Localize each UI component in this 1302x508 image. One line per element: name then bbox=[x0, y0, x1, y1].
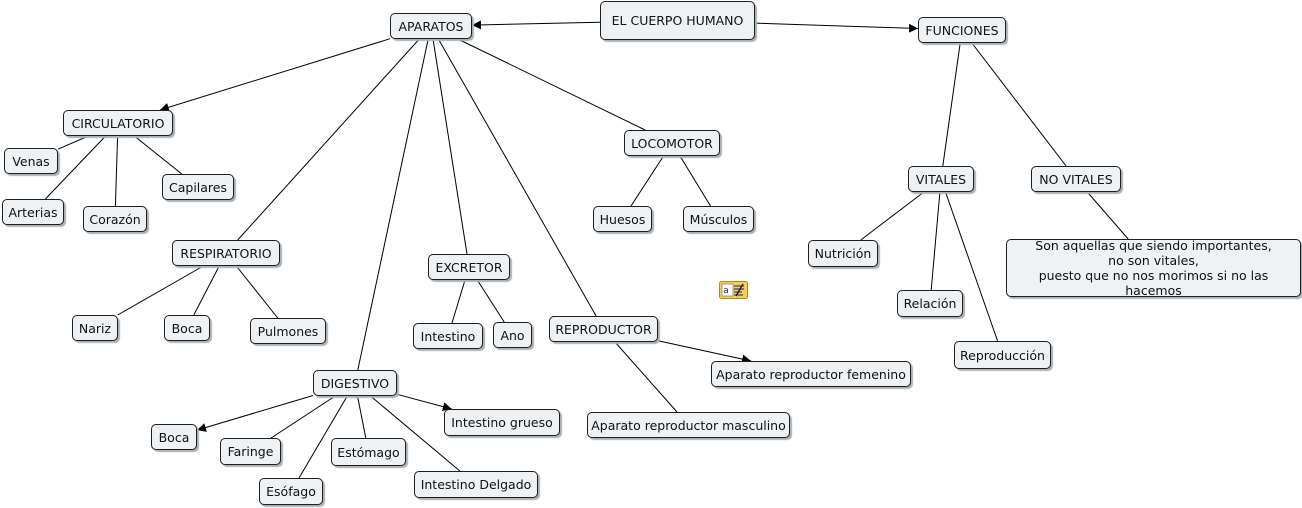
edge-digestivo-to-estomago bbox=[357, 395, 367, 439]
edge-no_vitales-to-no_vitales_desc bbox=[1086, 191, 1129, 240]
node-locomotor[interactable]: LOCOMOTOR bbox=[624, 130, 720, 156]
edge-locomotor-to-huesos bbox=[630, 155, 664, 207]
edge-aparatos-to-circulatorio bbox=[159, 38, 391, 112]
edge-respiratorio-to-nariz bbox=[117, 265, 204, 316]
edge-vitales-to-relacion bbox=[930, 191, 941, 291]
edge-cuerpo-to-aparatos bbox=[471, 20, 601, 30]
edge-aparatos-to-excretor bbox=[432, 38, 468, 255]
node-intestino-delgado[interactable]: Intestino Delgado bbox=[414, 471, 538, 498]
node-pulmones[interactable]: Pulmones bbox=[250, 318, 326, 344]
node-relacion[interactable]: Relación bbox=[897, 290, 963, 317]
edge-digestivo-to-boca_dig bbox=[196, 395, 314, 432]
node-no-vitales[interactable]: NO VITALES bbox=[1031, 166, 1121, 192]
edge-digestivo-to-faringe bbox=[270, 395, 336, 439]
edge-circulatorio-to-venas bbox=[57, 135, 89, 150]
node-nariz[interactable]: Nariz bbox=[72, 315, 118, 341]
edge-vitales-to-nutricion bbox=[860, 191, 925, 241]
node-no-vitales-description[interactable]: Son aquellas que siendo importantes, no … bbox=[1006, 238, 1301, 298]
node-estomago[interactable]: Estómago bbox=[331, 438, 406, 466]
edge-aparatos-to-respiratorio bbox=[237, 38, 420, 241]
edge-respiratorio-to-pulmones bbox=[235, 265, 279, 319]
node-digestivo[interactable]: DIGESTIVO bbox=[313, 370, 397, 396]
node-aparato-reproductor-femenino[interactable]: Aparato reproductor femenino bbox=[711, 361, 911, 387]
node-intestino[interactable]: Intestino bbox=[413, 323, 483, 349]
node-esofago[interactable]: Esófago bbox=[259, 478, 323, 505]
node-corazon[interactable]: Corazón bbox=[83, 206, 147, 232]
node-reproduccion[interactable]: Reproducción bbox=[954, 341, 1051, 369]
node-aparato-reproductor-masculino[interactable]: Aparato reproductor masculino bbox=[587, 412, 790, 438]
edge-digestivo-to-intestino_grueso bbox=[396, 393, 452, 412]
edge-circulatorio-to-capilares bbox=[133, 135, 183, 175]
node-nutricion[interactable]: Nutrición bbox=[808, 240, 878, 267]
edge-respiratorio-to-boca_resp bbox=[193, 265, 220, 316]
node-ano[interactable]: Ano bbox=[493, 322, 532, 348]
edge-excretor-to-intestino bbox=[451, 279, 466, 324]
edge-excretor-to-ano bbox=[476, 279, 505, 323]
edge-vitales-to-reproduccion bbox=[945, 191, 999, 342]
node-funciones[interactable]: FUNCIONES bbox=[918, 17, 1006, 43]
node-musculos[interactable]: Músculos bbox=[683, 206, 754, 232]
edge-reproductor-to-femenino bbox=[657, 340, 752, 364]
annotation-note-icon[interactable]: a bbox=[719, 281, 748, 299]
node-arterias[interactable]: Arterias bbox=[2, 199, 64, 225]
node-venas[interactable]: Venas bbox=[4, 148, 58, 174]
node-vitales[interactable]: VITALES bbox=[908, 166, 974, 192]
node-reproductor[interactable]: REPRODUCTOR bbox=[549, 316, 658, 342]
node-aparatos[interactable]: APARATOS bbox=[390, 13, 472, 39]
edge-locomotor-to-musculos bbox=[679, 155, 711, 207]
edge-circulatorio-to-corazon bbox=[114, 135, 119, 207]
node-intestino-grueso[interactable]: Intestino grueso bbox=[444, 409, 560, 436]
node-boca-digestivo[interactable]: Boca bbox=[151, 424, 197, 450]
svg-text:a: a bbox=[723, 286, 729, 296]
edge-funciones-to-vitales bbox=[942, 42, 961, 167]
edge-aparatos-to-digestivo bbox=[357, 38, 429, 371]
node-huesos[interactable]: Huesos bbox=[593, 206, 652, 232]
node-faringe[interactable]: Faringe bbox=[220, 438, 281, 465]
node-capilares[interactable]: Capilares bbox=[162, 174, 234, 200]
edge-reproductor-to-masculino bbox=[614, 341, 678, 413]
edge-cuerpo-to-funciones bbox=[754, 22, 919, 33]
node-excretor[interactable]: EXCRETOR bbox=[428, 254, 510, 280]
edge-aparatos-to-locomotor bbox=[457, 38, 646, 131]
node-circulatorio[interactable]: CIRCULATORIO bbox=[63, 110, 173, 136]
node-boca-respiratorio[interactable]: Boca bbox=[164, 315, 210, 341]
edge-funciones-to-no_vitales bbox=[971, 42, 1067, 167]
node-respiratorio[interactable]: RESPIRATORIO bbox=[172, 240, 280, 266]
node-el-cuerpo-humano[interactable]: EL CUERPO HUMANO bbox=[600, 1, 755, 40]
